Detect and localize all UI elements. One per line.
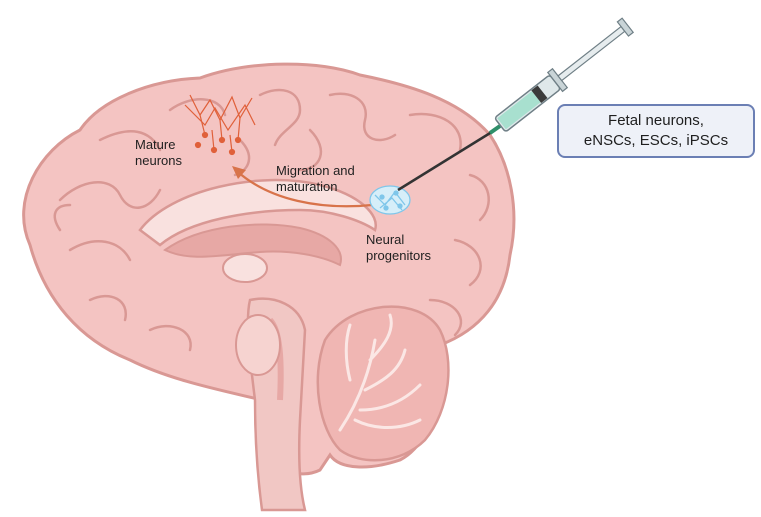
neural-progenitors-line-2: progenitors <box>366 248 431 264</box>
migration-line-2: maturation <box>276 179 355 195</box>
neural-progenitors-label: Neural progenitors <box>366 232 431 264</box>
mature-neurons-label: Mature neurons <box>135 137 182 169</box>
neural-progenitors-line-1: Neural <box>366 232 431 248</box>
pons <box>236 315 280 375</box>
migration-line-1: Migration and <box>276 163 355 179</box>
thalamus <box>223 254 267 282</box>
cell-source-line-1: Fetal neurons, <box>559 111 753 131</box>
mature-neurons-line-1: Mature <box>135 137 182 153</box>
cell-source-callout: Fetal neurons, eNSCs, ESCs, iPSCs <box>557 104 755 158</box>
cell-source-line-2: eNSCs, ESCs, iPSCs <box>559 131 753 151</box>
progenitor-cells-icon <box>370 186 410 214</box>
migration-label: Migration and maturation <box>276 163 355 195</box>
cerebellum <box>318 307 449 461</box>
mature-neurons-line-2: neurons <box>135 153 182 169</box>
